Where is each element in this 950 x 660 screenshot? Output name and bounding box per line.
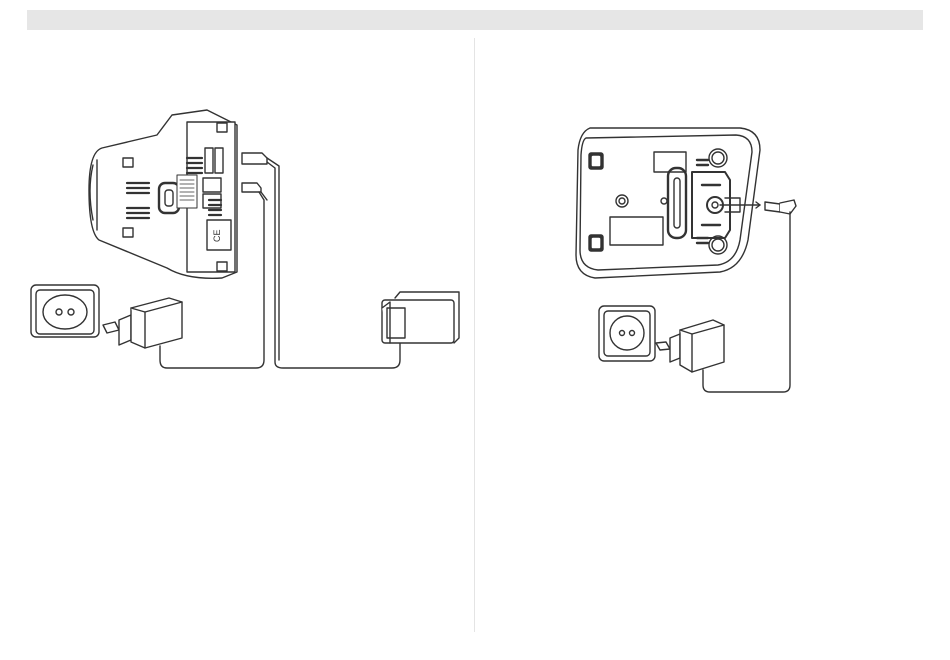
- base-station-icon: CE: [89, 110, 267, 278]
- phone-line-box-icon: [382, 292, 459, 343]
- base-station-connection-figure: CE: [27, 40, 467, 400]
- power-adapter-icon: [656, 320, 724, 372]
- phone-line-cable: [267, 158, 400, 368]
- page-header-bar: [27, 10, 923, 30]
- ce-mark-icon: CE: [212, 229, 222, 242]
- wall-socket-icon: [599, 306, 655, 361]
- charger-connection-figure: [480, 40, 923, 420]
- base-station-connection-illustration: CE: [27, 40, 467, 400]
- dc-plug-icon: [765, 200, 796, 214]
- charger-connection-illustration: [480, 40, 923, 420]
- wall-socket-icon: [31, 285, 99, 337]
- charger-base-icon: [576, 128, 760, 278]
- ce-mark-text: CE: [212, 229, 222, 242]
- column-divider: [474, 38, 475, 632]
- power-adapter-icon: [103, 298, 182, 348]
